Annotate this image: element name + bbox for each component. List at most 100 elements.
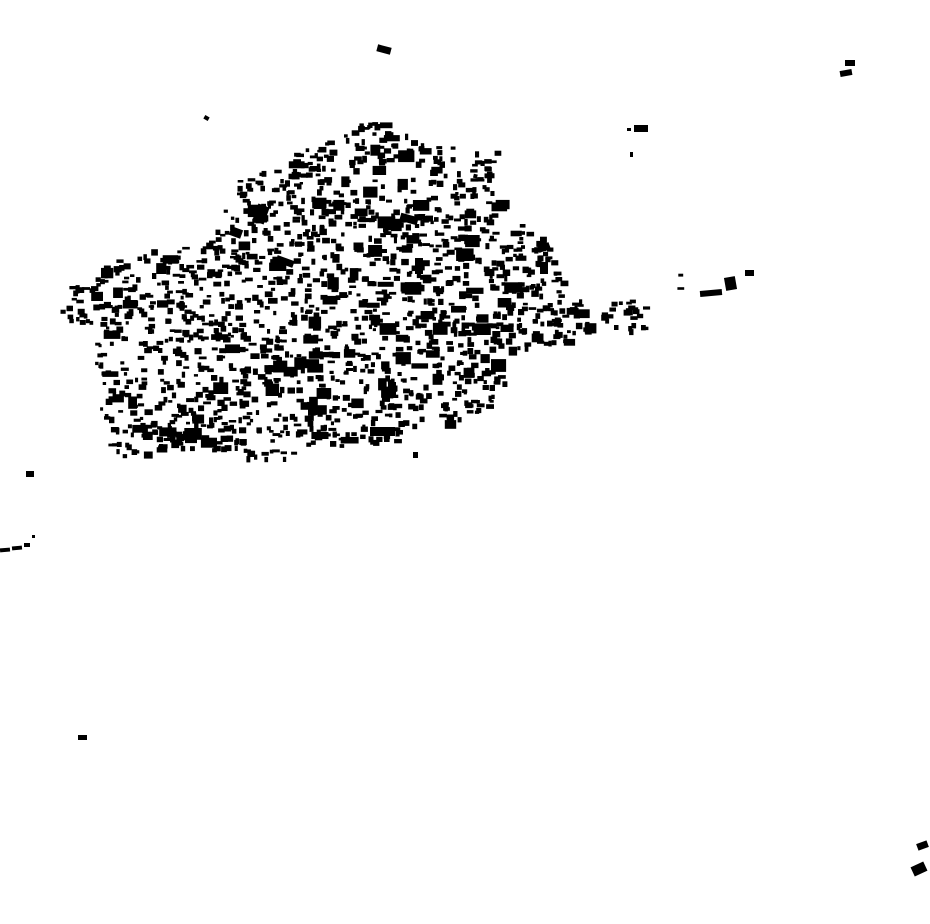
building: [77, 308, 85, 315]
building: [459, 295, 466, 300]
building: [467, 254, 476, 261]
building: [547, 247, 554, 252]
building: [299, 273, 303, 279]
building: [330, 441, 337, 447]
building: [360, 357, 366, 361]
building: [176, 378, 181, 385]
building: [157, 369, 164, 375]
building: [99, 303, 106, 310]
building: [315, 375, 322, 380]
building: [228, 363, 234, 369]
building: [396, 246, 402, 251]
building: [215, 229, 221, 235]
building: [551, 340, 557, 346]
building: [304, 415, 312, 422]
building: [113, 379, 120, 386]
building: [305, 229, 311, 233]
building: [398, 421, 405, 427]
building: [489, 385, 495, 391]
building: [161, 355, 168, 361]
building: [271, 188, 278, 193]
building: [350, 309, 357, 314]
building: [267, 236, 274, 242]
building: [315, 307, 320, 311]
building: [408, 312, 413, 317]
building: [486, 404, 494, 409]
building: [119, 390, 126, 397]
building: [477, 376, 484, 382]
building: [242, 373, 249, 379]
building: [132, 284, 138, 291]
building: [241, 279, 246, 283]
building: [199, 305, 204, 309]
building: [484, 159, 492, 164]
building: [165, 285, 169, 290]
building: [346, 412, 352, 416]
building: [476, 216, 481, 222]
building: [137, 256, 143, 261]
building: [167, 307, 173, 315]
building: [462, 281, 470, 286]
building: [355, 352, 361, 356]
building: [501, 282, 505, 286]
building: [274, 247, 279, 251]
building: [228, 226, 244, 239]
building: [185, 318, 192, 325]
building: [328, 351, 334, 357]
building: [124, 313, 133, 320]
building: [375, 212, 379, 219]
building: [532, 331, 540, 337]
building: [496, 338, 503, 345]
building: [231, 252, 238, 255]
building: [279, 184, 287, 188]
building: [359, 332, 365, 336]
building: [468, 332, 477, 336]
building: [282, 456, 287, 462]
building: [336, 328, 341, 332]
building: [474, 349, 481, 355]
building: [428, 334, 434, 340]
building: [519, 224, 526, 228]
building: [368, 122, 373, 128]
building: [292, 320, 298, 326]
building: [396, 268, 401, 274]
building: [114, 305, 123, 309]
building: [399, 248, 404, 252]
building: [197, 264, 205, 270]
building: [572, 302, 580, 306]
building: [340, 436, 359, 444]
building: [145, 424, 153, 429]
building: [215, 237, 222, 242]
building: [385, 132, 394, 136]
building: [357, 353, 366, 357]
building: [300, 402, 314, 410]
building: [182, 329, 190, 336]
building: [109, 341, 114, 346]
building: [401, 258, 409, 266]
building: [323, 154, 329, 158]
building: [463, 367, 475, 378]
building: [362, 316, 367, 320]
building: [104, 274, 108, 279]
building: [213, 410, 218, 416]
building: [237, 192, 242, 196]
building: [220, 233, 226, 237]
building: [175, 431, 183, 438]
building: [556, 290, 562, 294]
building: [444, 420, 457, 429]
building: [66, 305, 72, 310]
building: [413, 452, 418, 458]
building: [291, 301, 299, 306]
building: [162, 255, 179, 264]
building: [308, 351, 323, 359]
building: [279, 326, 286, 330]
building: [518, 323, 523, 328]
building: [496, 322, 504, 327]
building: [225, 311, 231, 316]
building: [148, 323, 156, 329]
building: [285, 431, 290, 436]
building: [513, 253, 517, 257]
building: [464, 330, 472, 336]
building: [625, 308, 631, 314]
building: [382, 276, 391, 280]
